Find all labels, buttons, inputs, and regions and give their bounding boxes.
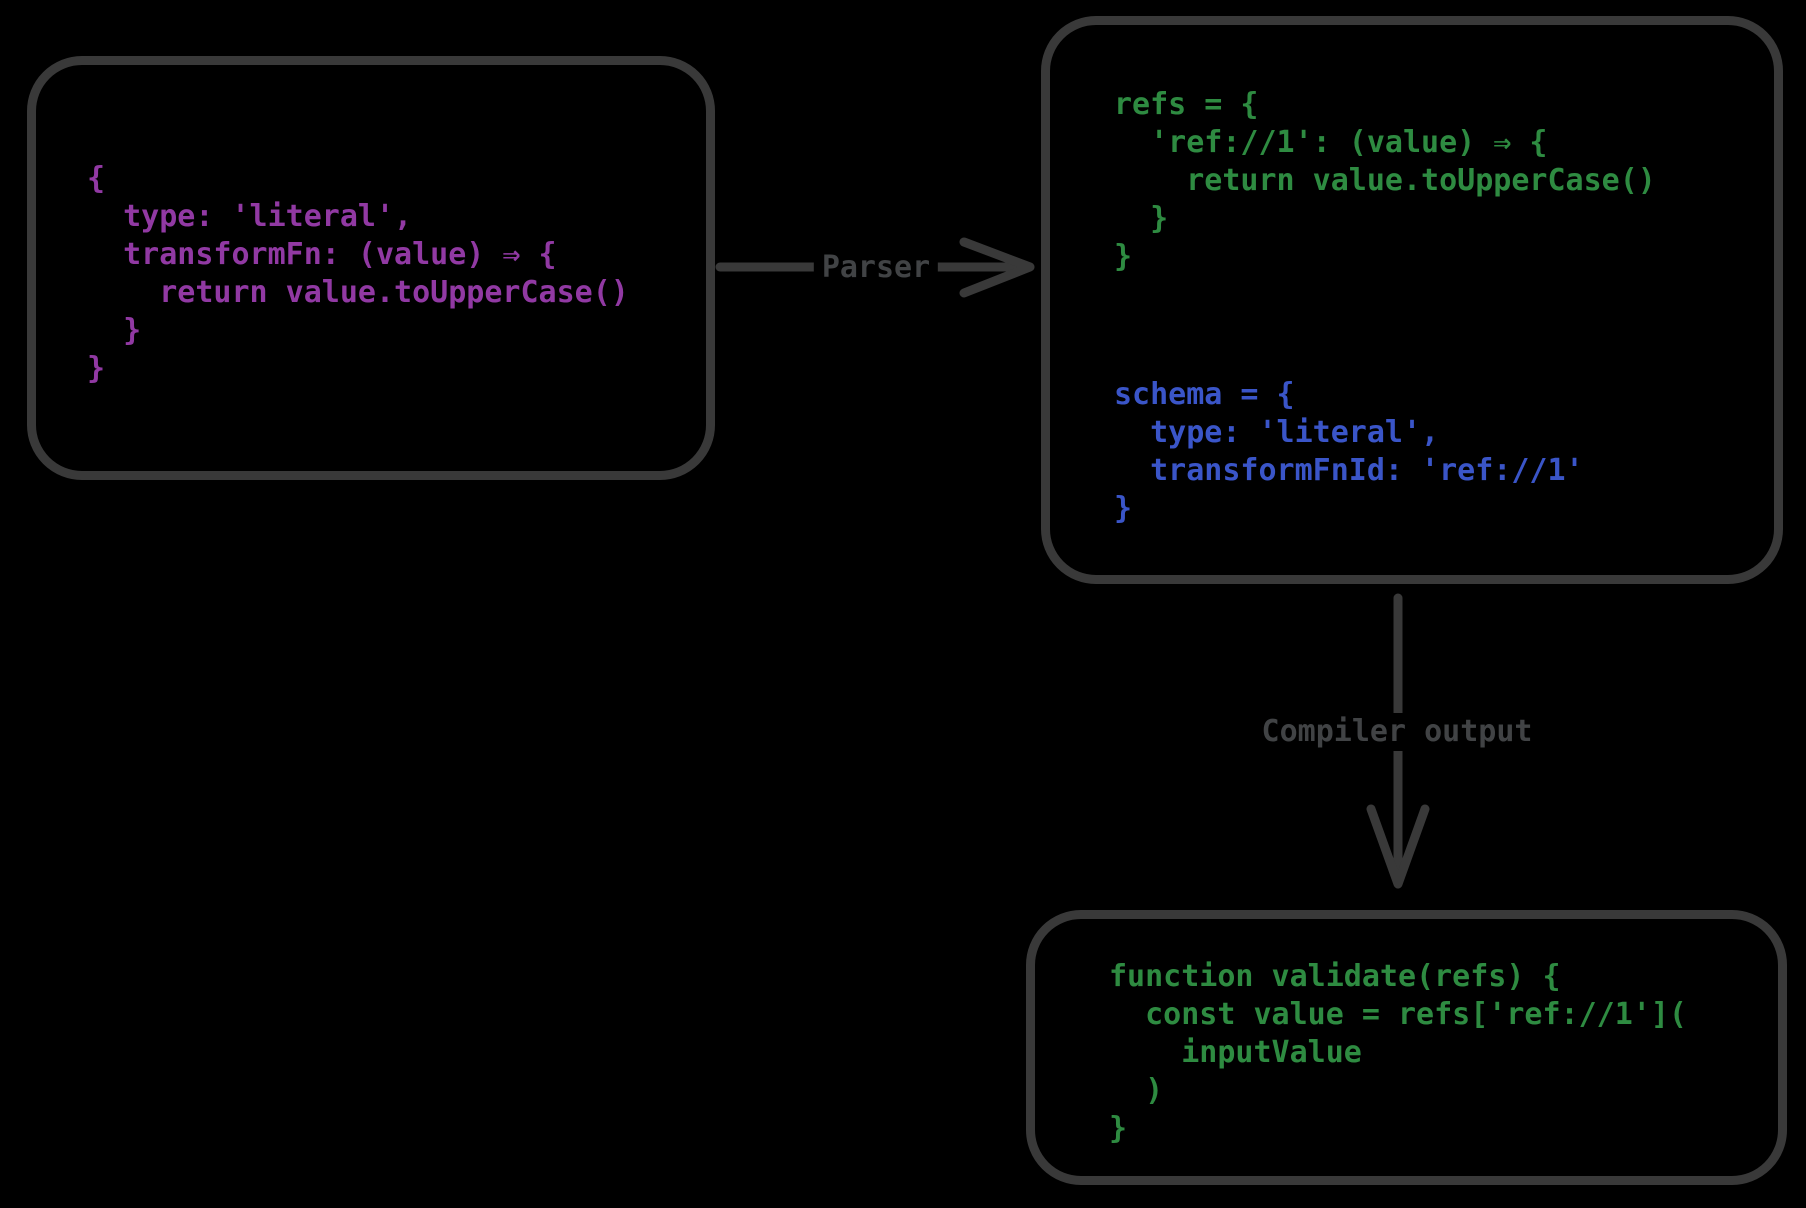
compiled-code: function validate(refs) { const value = … bbox=[1109, 959, 1687, 1146]
source-schema-box bbox=[27, 56, 715, 480]
compiler-output-label: Compiler output bbox=[1253, 713, 1541, 751]
compiled-output-box bbox=[1026, 910, 1787, 1185]
source-schema-code: { type: 'literal', transformFn: (value) … bbox=[87, 161, 629, 386]
parser-arrow-label: Parser bbox=[813, 249, 939, 287]
schema-code: schema = { type: 'literal', transformFnI… bbox=[1114, 377, 1584, 526]
refs-code: refs = { 'ref://1': (value) ⇒ { return v… bbox=[1114, 87, 1656, 274]
parsed-output-box bbox=[1041, 16, 1783, 584]
